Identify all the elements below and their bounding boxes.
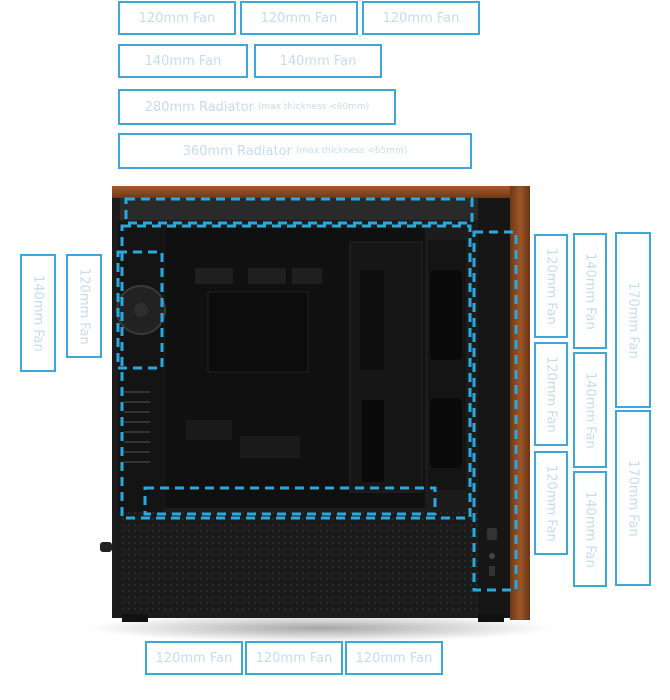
radiator-280-label: 280mm Radiator (max thickness <60mm)	[118, 89, 396, 125]
radiator-280-note: (max thickness <60mm)	[257, 102, 370, 112]
bottom-fan-120-label-1: 120mm Fan	[145, 641, 243, 675]
wood-front-panel	[510, 186, 530, 620]
front-fan-120-label-2: 120mm Fan	[534, 342, 568, 446]
top-fan-140-label-1: 140mm Fan	[118, 44, 248, 78]
radiator-360-note: (max thickness <65mm)	[295, 146, 408, 156]
radiator-280-text: 280mm Radiator	[144, 99, 254, 115]
bottom-fan-120-label-3: 120mm Fan	[345, 641, 443, 675]
floor-shadow	[85, 614, 555, 642]
top-fan-120-label-3: 120mm Fan	[362, 1, 480, 35]
bottom-mount-outline	[143, 486, 437, 516]
top-fan-140-label-2: 140mm Fan	[254, 44, 382, 78]
bottom-fan-120-label-2: 120mm Fan	[245, 641, 343, 675]
rear-mount-outline	[116, 250, 164, 370]
front-mount-outline	[472, 230, 518, 592]
front-fan-120-label-3: 120mm Fan	[534, 451, 568, 555]
radiator-360-text: 360mm Radiator	[182, 143, 292, 159]
front-fan-140-label-3: 140mm Fan	[573, 471, 607, 587]
front-fan-170-label-2: 170mm Fan	[615, 410, 651, 586]
rear-fan-120-label: 120mm Fan	[66, 254, 102, 358]
rear-fan-140-label: 140mm Fan	[20, 254, 56, 372]
psu-shroud	[118, 512, 478, 612]
wood-top-panel	[112, 186, 530, 198]
interior-outline	[120, 224, 472, 520]
top-mount-outline	[124, 197, 474, 225]
top-fan-120-label-1: 120mm Fan	[118, 1, 236, 35]
radiator-360-label: 360mm Radiator (max thickness <65mm)	[118, 133, 472, 169]
front-fan-140-label-1: 140mm Fan	[573, 233, 607, 349]
top-fan-120-label-2: 120mm Fan	[240, 1, 358, 35]
front-fan-170-label-1: 170mm Fan	[615, 232, 651, 408]
front-fan-120-label-1: 120mm Fan	[534, 234, 568, 338]
front-fan-140-label-2: 140mm Fan	[573, 352, 607, 468]
